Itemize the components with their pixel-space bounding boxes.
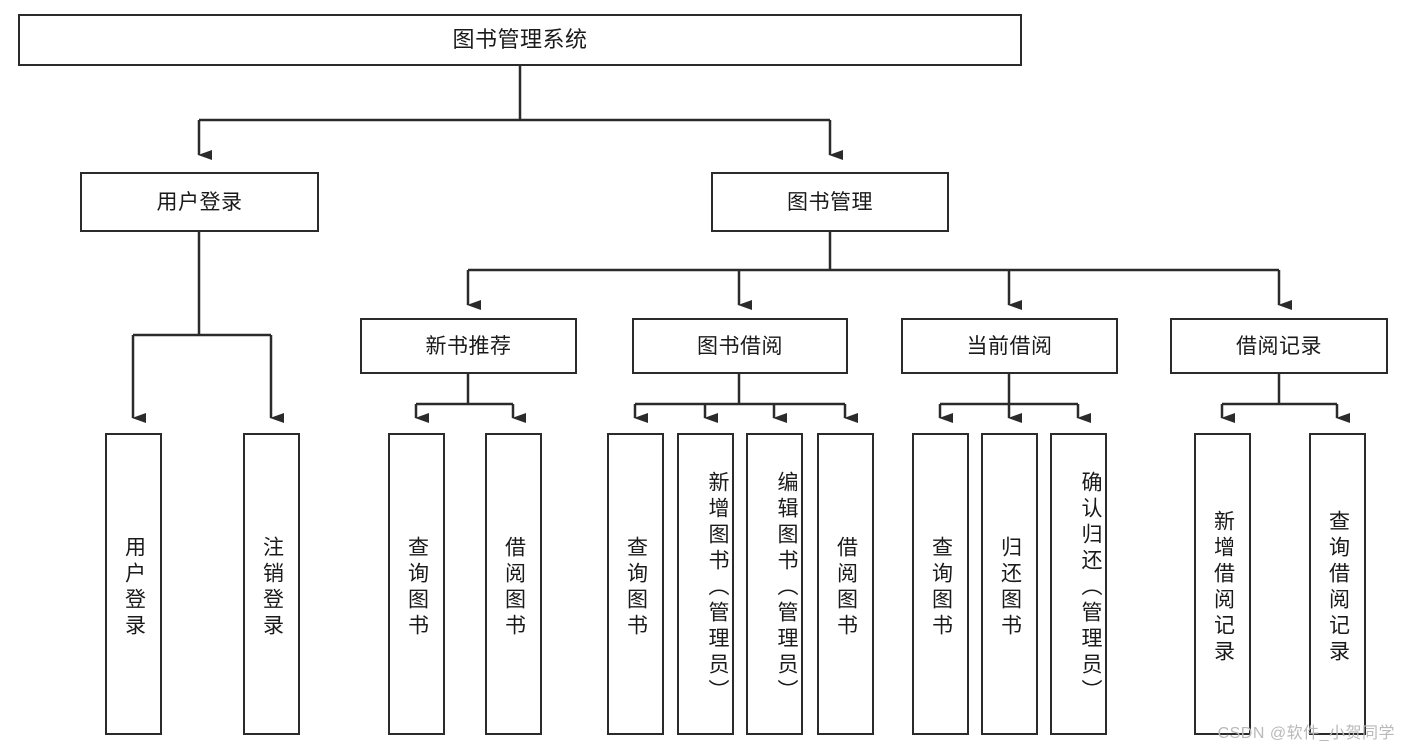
node-label: 注销登录 <box>260 536 284 640</box>
leaf-query-book-current[interactable]: 查询图书 <box>912 433 969 735</box>
node-label: 新书推荐 <box>425 334 512 358</box>
node-label: 用户登录 <box>156 190 243 214</box>
leaf-query-borrow-record[interactable]: 查询借阅记录 <box>1309 433 1366 735</box>
leaf-user-login[interactable]: 用户登录 <box>105 433 162 735</box>
node-label: 用户登录 <box>122 536 146 640</box>
leaf-confirm-return-admin[interactable]: 确认归还（管理员） <box>1050 433 1107 735</box>
leaf-logout[interactable]: 注销登录 <box>243 433 300 735</box>
node-label: 新增图书（管理员） <box>706 471 729 705</box>
leaf-add-book-admin[interactable]: 新增图书（管理员） <box>677 433 734 735</box>
node-label: 借阅图书 <box>502 536 526 640</box>
node-label: 新增借阅记录 <box>1211 510 1235 666</box>
node-label: 借阅图书 <box>834 536 858 640</box>
node-label: 图书管理系统 <box>452 27 588 52</box>
leaf-borrow-book-recommend[interactable]: 借阅图书 <box>485 433 542 735</box>
node-label: 归还图书 <box>998 536 1022 640</box>
leaf-query-book-borrow[interactable]: 查询图书 <box>607 433 664 735</box>
node-book-management[interactable]: 图书管理 <box>711 172 949 232</box>
node-label: 查询图书 <box>405 536 429 640</box>
leaf-return-book[interactable]: 归还图书 <box>981 433 1038 735</box>
node-user-login[interactable]: 用户登录 <box>80 172 319 232</box>
leaf-edit-book-admin[interactable]: 编辑图书（管理员） <box>746 433 803 735</box>
node-borrow-records[interactable]: 借阅记录 <box>1170 318 1388 374</box>
node-book-borrow[interactable]: 图书借阅 <box>632 318 848 374</box>
node-label: 编辑图书（管理员） <box>775 471 798 705</box>
leaf-borrow-book[interactable]: 借阅图书 <box>817 433 874 735</box>
leaf-query-book-recommend[interactable]: 查询图书 <box>388 433 445 735</box>
node-new-book-recommend[interactable]: 新书推荐 <box>360 318 577 374</box>
node-label: 查询借阅记录 <box>1326 510 1350 666</box>
node-root-system[interactable]: 图书管理系统 <box>18 14 1022 66</box>
watermark-text: CSDN @软件_小贺同学 <box>1217 725 1395 742</box>
leaf-add-borrow-record[interactable]: 新增借阅记录 <box>1194 433 1251 735</box>
node-current-borrow[interactable]: 当前借阅 <box>901 318 1118 374</box>
node-label: 查询图书 <box>929 536 953 640</box>
node-label: 图书借阅 <box>697 334 783 358</box>
node-label: 借阅记录 <box>1236 334 1322 358</box>
node-label: 确认归还（管理员） <box>1079 471 1102 705</box>
node-label: 查询图书 <box>624 536 648 640</box>
node-label: 图书管理 <box>787 190 873 214</box>
node-label: 当前借阅 <box>966 334 1053 358</box>
